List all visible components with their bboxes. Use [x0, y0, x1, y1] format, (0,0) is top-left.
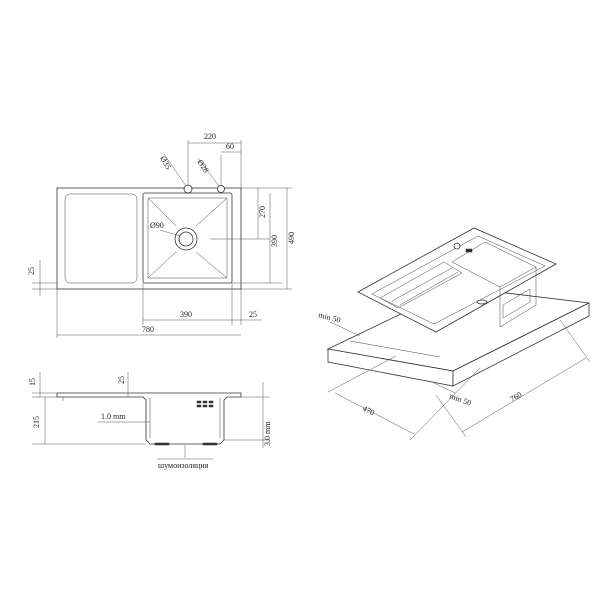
noise-pad [154, 442, 170, 446]
sink-section-profile [56, 392, 242, 445]
sink-outline [56, 187, 242, 290]
dim-760-label: 760 [509, 390, 524, 404]
dim-215-label: 215 [32, 416, 41, 428]
dim-ext [327, 355, 397, 393]
drain-circle-inner [178, 231, 194, 247]
drainboard [64, 193, 138, 284]
leader-d35 [163, 153, 187, 187]
dim-25-left-label: 25 [27, 267, 36, 275]
dim-ext [409, 367, 481, 441]
dim-line-470 [334, 392, 415, 435]
iso-bowl-window [502, 288, 531, 319]
dim-390-v-label: 390 [270, 235, 279, 247]
dim-line-760 [461, 357, 587, 433]
dim-1mm-label: 1.0 mm [101, 412, 126, 421]
bowl-corner-line [195, 251, 228, 279]
iso-drain [476, 299, 488, 305]
iso-drainboard [379, 261, 463, 309]
countertop-side [452, 302, 590, 387]
dim-390-h-label: 390 [180, 310, 192, 319]
dim-min50-left-line [329, 321, 361, 337]
dim-min50-left-label: min 50 [317, 310, 341, 325]
top-view: 220 60 Ø35 Ø28 Ø90 270 390 490 25 390 25 [27, 132, 296, 338]
overflow-slot [196, 400, 202, 404]
dim-ext [559, 319, 591, 363]
dim-3mm-label: 3.0 mm [263, 421, 272, 446]
iso-view: min 50 min 50 470 760 [317, 227, 591, 441]
overflow-slot [202, 404, 208, 408]
dim-min50-bottom-label: min 50 [448, 391, 472, 407]
bowl-corner-line [147, 197, 177, 227]
dim-60-label: 60 [226, 142, 234, 151]
section-view: 15 215 25 1.0 mm 3.0 mm шумоизоляция [28, 372, 272, 470]
dim-780-label: 780 [142, 325, 154, 334]
dim-d90-label: Ø90 [150, 221, 164, 230]
noise-pad [202, 442, 218, 446]
iso-bowl-bottom [499, 304, 537, 328]
overflow-slot [202, 400, 208, 404]
sink-rim-inner [371, 235, 546, 325]
tap-hole-35 [183, 184, 193, 194]
bowl-corner-line [195, 197, 228, 227]
leader-d28 [197, 157, 220, 187]
drainboard-groove [391, 267, 453, 302]
dim-490-label: 490 [287, 232, 296, 244]
dim-270-label: 270 [258, 206, 267, 218]
dim-470-label: 470 [361, 404, 376, 418]
dim-15-label: 15 [28, 378, 37, 386]
dim-25-bottom-label: 25 [249, 310, 257, 319]
overflow-slot [196, 404, 202, 408]
overflow-slot [208, 404, 214, 408]
dim-ext [435, 394, 467, 438]
sink-rim [357, 227, 557, 333]
cutout-edge [349, 340, 441, 358]
leader-d90 [159, 229, 181, 237]
bowl-inner [147, 197, 228, 279]
dim-d35-label: Ø35 [158, 155, 173, 171]
drainboard-groove [399, 271, 459, 306]
iso-tap-hole [453, 242, 461, 250]
iso-overflow [465, 248, 473, 253]
dim-220-label: 220 [204, 132, 216, 141]
dim-min50-bottom-line [429, 380, 456, 394]
noise-insulation-label: шумоизоляция [158, 461, 209, 470]
bowl-corner-line [147, 251, 177, 279]
tap-hole-28 [217, 185, 225, 193]
dim-25-label: 25 [117, 376, 126, 384]
overflow-slot [208, 400, 214, 404]
